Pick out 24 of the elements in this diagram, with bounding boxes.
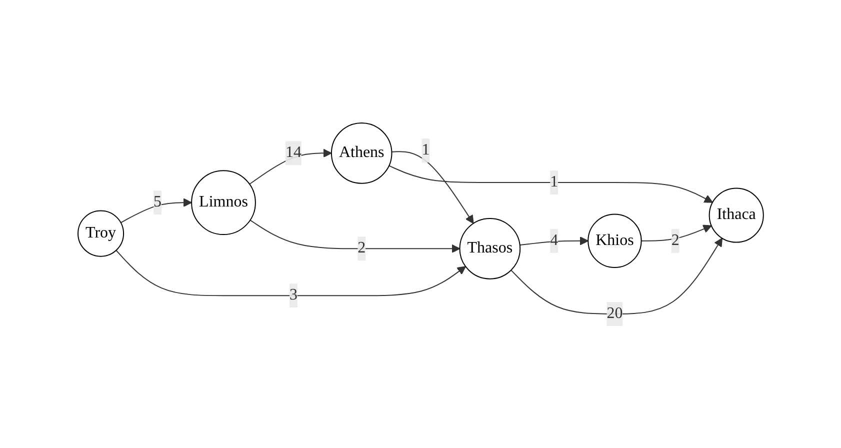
node-circle: Ithaca xyxy=(708,187,764,242)
node-circle: Khios xyxy=(587,213,642,268)
node-circle: Limnos xyxy=(190,170,256,235)
edge-label: 4 xyxy=(550,231,558,248)
arrow xyxy=(510,237,722,314)
node-circle: Troy xyxy=(77,210,124,256)
arrow xyxy=(120,198,192,223)
edge-label: 5 xyxy=(153,193,162,210)
edge-label: 2 xyxy=(357,239,366,256)
edge-label: 2 xyxy=(671,231,680,248)
arrow xyxy=(249,219,460,253)
node-circle: Athens xyxy=(330,122,392,184)
edge-label: 14 xyxy=(285,144,302,161)
arrow xyxy=(519,236,588,246)
edge-label: 1 xyxy=(550,173,558,190)
edge-label: 20 xyxy=(606,304,622,322)
arrow xyxy=(391,150,474,224)
node-circle: Thasos xyxy=(459,218,520,279)
arrow xyxy=(388,164,713,202)
arrow xyxy=(248,148,332,184)
edge-label: 1 xyxy=(422,141,430,158)
arrow xyxy=(640,224,712,241)
arrow xyxy=(115,249,466,296)
edge-label: 3 xyxy=(289,286,298,304)
